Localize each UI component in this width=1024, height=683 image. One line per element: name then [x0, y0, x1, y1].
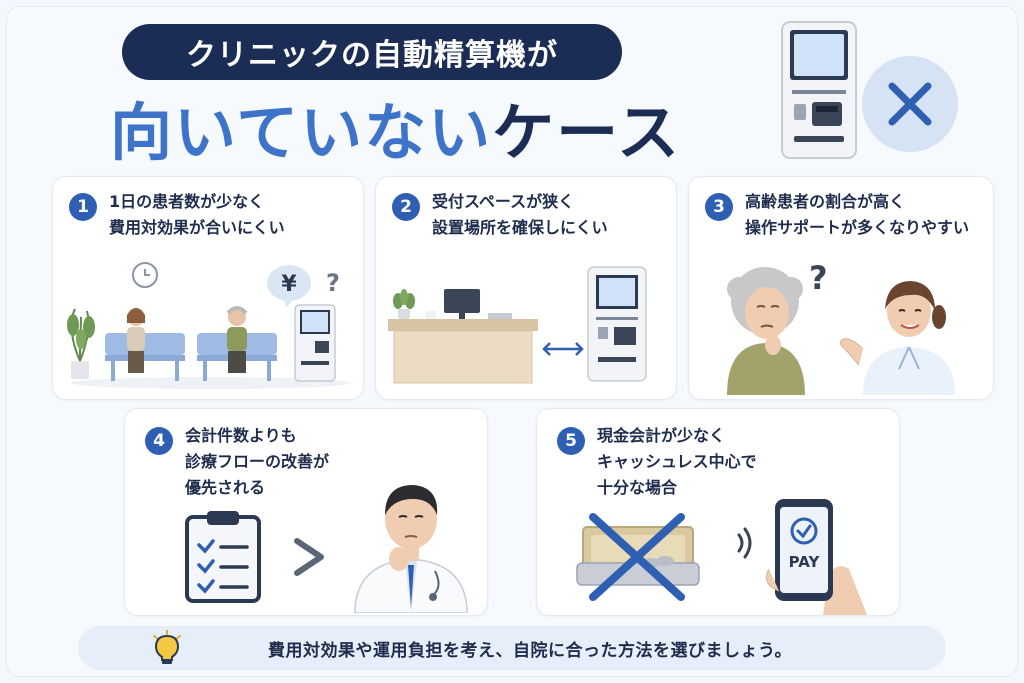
phone-pay-icon: PAY	[765, 499, 867, 615]
waiting-room-illustration: ¥ ?	[67, 262, 351, 389]
x-mark-icon	[888, 82, 932, 126]
x-mark-circle	[862, 56, 958, 152]
card-2: 2 受付スペースが狭く 設置場所を確保しにくい	[375, 176, 677, 400]
card-text-line: キャッシュレス中心で	[597, 452, 757, 471]
card-text: 会計件数よりも 診療フローの改善が 優先される	[185, 423, 329, 501]
card-text-line: 現金会計が少なく	[597, 426, 726, 445]
headline-blue: 向いていない	[110, 96, 493, 169]
headline-dark: ケース	[492, 96, 682, 169]
nfc-icon	[737, 527, 752, 559]
card-text-line: 操作サポートが多くなりやすい	[745, 218, 970, 237]
headline: 向いていないケース	[110, 84, 681, 170]
cash-tray-crossed-icon	[576, 513, 700, 601]
elderly-nurse-illustration: ?	[727, 259, 955, 395]
card-text-line: 1日の患者数が少なく	[109, 192, 265, 211]
card-5: 5 現金会計が少なく キャッシュレス中心で 十分な場合 PAY	[536, 408, 900, 616]
plant-icon	[393, 289, 415, 319]
footer-text: 費用対効果や運用負担を考え、自院に合った方法を選びましょう。	[268, 640, 792, 661]
card-1: 1 1日の患者数が少なく 費用対効果が合いにくい	[52, 176, 364, 400]
footer-banner: 費用対効果や運用負担を考え、自院に合った方法を選びましょう。	[78, 626, 946, 670]
question-mark: ?	[326, 269, 340, 297]
card-text-line: 会計件数よりも	[185, 426, 297, 445]
pay-label: PAY	[789, 553, 821, 571]
card-text-line: 高齢患者の割合が高く	[745, 192, 906, 211]
yen-bubble: ¥	[267, 265, 311, 307]
plant-icon	[67, 308, 95, 379]
lightbulb-icon	[153, 630, 181, 664]
card-text: 高齢患者の割合が高く 操作サポートが多くなりやすい	[745, 189, 969, 241]
title-pill: クリニックの自動精算機が	[122, 24, 622, 80]
nurse-icon	[839, 281, 955, 395]
card-text-line: 診療フローの改善が	[185, 452, 330, 471]
question-mark: ?	[809, 259, 828, 297]
kiosk-icon	[781, 21, 857, 159]
card-number-badge: 1	[69, 193, 97, 221]
kiosk-icon	[294, 304, 336, 382]
card-text-line: 受付スペースが狭く	[432, 192, 575, 211]
reception-illustration	[388, 266, 647, 384]
card-number-badge: 5	[557, 427, 585, 455]
card-text-line: 設置場所を確保しにくい	[432, 218, 608, 237]
card-text-line: 優先される	[185, 478, 266, 497]
card-number-badge: 2	[392, 193, 420, 221]
clipboard-icon	[185, 511, 261, 603]
doctor-icon	[354, 485, 468, 613]
card-number-badge: 4	[145, 427, 173, 455]
yen-symbol: ¥	[281, 272, 297, 297]
card-3: 3 高齢患者の割合が高く 操作サポートが多くなりやすい ?	[688, 176, 994, 400]
card-number-badge: 3	[705, 193, 733, 221]
elderly-patient	[727, 267, 805, 395]
card-text: 受付スペースが狭く 設置場所を確保しにくい	[432, 189, 608, 241]
card-text: 現金会計が少なく キャッシュレス中心で 十分な場合	[597, 423, 757, 501]
card-text-line: 費用対効果が合いにくい	[109, 218, 285, 237]
kiosk-icon	[587, 266, 647, 382]
clock-icon	[132, 262, 158, 288]
card-text-line: 十分な場合	[597, 478, 678, 497]
greater-than-icon	[294, 538, 324, 576]
card-text: 1日の患者数が少なく 費用対効果が合いにくい	[109, 189, 285, 241]
card-4: 4 会計件数よりも 診療フローの改善が 優先される	[124, 408, 488, 616]
